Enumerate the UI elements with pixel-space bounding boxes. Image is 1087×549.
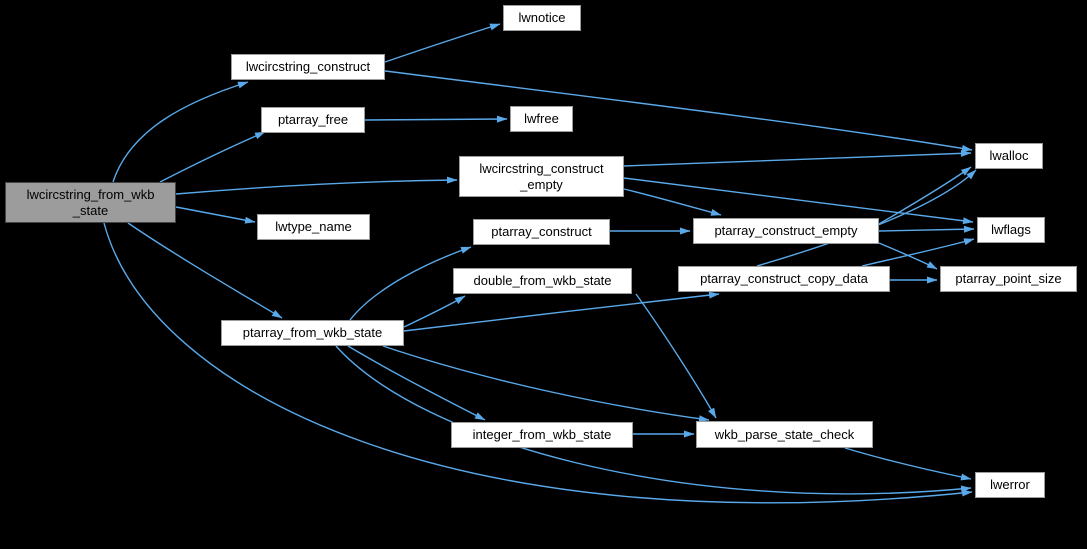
graph-node-ptarray_construct[interactable]: ptarray_construct bbox=[473, 219, 610, 245]
call-edge-ptarray_from_wkb_state--integer_from_wkb_state bbox=[347, 345, 486, 421]
call-edge-lwcircstring_construct--lwalloc bbox=[384, 70, 973, 152]
graph-node-lwtype_name[interactable]: lwtype_name bbox=[257, 214, 370, 240]
graph-node-ptarray_construct_copy_data[interactable]: ptarray_construct_copy_data bbox=[678, 266, 890, 292]
call-edge-ptarray_free--lwfree bbox=[364, 115, 508, 123]
call-edge-ptarray_from_wkb_state--lwerror bbox=[335, 345, 972, 495]
call-edge-ptarray_from_wkb_state--double_from_wkb_state bbox=[403, 295, 466, 328]
graph-node-double_from_wkb_state[interactable]: double_from_wkb_state bbox=[453, 268, 632, 294]
call-edge-ptarray_from_wkb_state--ptarray_construct bbox=[349, 246, 472, 321]
graph-node-lwcircstring_construct_empty[interactable]: lwcircstring_construct _empty bbox=[459, 156, 624, 197]
graph-node-lwflags[interactable]: lwflags bbox=[977, 217, 1045, 243]
graph-node-lwfree[interactable]: lwfree bbox=[510, 106, 573, 132]
graph-node-lwcircstring_construct[interactable]: lwcircstring_construct bbox=[231, 54, 385, 80]
call-edge-ptarray_from_wkb_state--wkb_parse_state_check bbox=[382, 345, 710, 423]
call-edge-ptarray_from_wkb_state--ptarray_construct_copy_data bbox=[403, 291, 720, 332]
call-edge-lwcircstring_from_wkb_state--lwerror bbox=[103, 222, 973, 504]
call-edge-double_from_wkb_state--wkb_parse_state_check bbox=[635, 293, 717, 419]
call-edge-lwcircstring_from_wkb_state--ptarray_from_wkb_state bbox=[127, 222, 283, 319]
call-edge-lwcircstring_from_wkb_state--lwcircstring_construct_empty bbox=[175, 176, 458, 195]
call-edge-lwcircstring_construct_empty--ptarray_construct_empty bbox=[623, 188, 722, 216]
graph-node-ptarray_construct_empty[interactable]: ptarray_construct_empty bbox=[693, 218, 879, 244]
call-edge-lwcircstring_construct_empty--lwalloc bbox=[623, 149, 972, 167]
graph-node-lwcircstring_from_wkb_state: lwcircstring_from_wkb _state bbox=[5, 182, 176, 223]
call-edges bbox=[103, 23, 977, 504]
graph-node-ptarray_point_size[interactable]: ptarray_point_size bbox=[940, 266, 1077, 292]
graph-node-lwalloc[interactable]: lwalloc bbox=[975, 143, 1043, 169]
graph-node-wkb_parse_state_check[interactable]: wkb_parse_state_check bbox=[696, 421, 873, 448]
call-edge-lwcircstring_from_wkb_state--ptarray_free bbox=[159, 131, 266, 183]
graph-node-ptarray_from_wkb_state[interactable]: ptarray_from_wkb_state bbox=[221, 320, 404, 346]
graph-node-ptarray_free[interactable]: ptarray_free bbox=[261, 107, 365, 133]
graph-node-lwnotice[interactable]: lwnotice bbox=[503, 5, 581, 31]
graph-node-lwerror[interactable]: lwerror bbox=[975, 472, 1045, 498]
call-edge-lwcircstring_from_wkb_state--lwtype_name bbox=[175, 206, 256, 224]
call-edge-ptarray_construct_empty--lwalloc bbox=[878, 166, 972, 225]
call-edge-lwcircstring_construct_empty--lwflags bbox=[623, 177, 974, 225]
graph-node-integer_from_wkb_state[interactable]: integer_from_wkb_state bbox=[451, 422, 633, 448]
call-edge-lwcircstring_from_wkb_state--lwcircstring_construct bbox=[112, 81, 249, 183]
call-edge-wkb_parse_state_check--lwerror bbox=[844, 447, 972, 481]
call-edge-ptarray_construct_copy_data--lwflags bbox=[861, 238, 975, 267]
call-edge-ptarray_construct_empty--lwflags bbox=[878, 225, 975, 233]
call-edge-lwcircstring_construct--lwnotice bbox=[384, 23, 501, 63]
call-edge-ptarray_construct_copy_data--lwalloc bbox=[756, 169, 977, 267]
call-edge-ptarray_construct_empty--ptarray_point_size bbox=[878, 242, 938, 270]
